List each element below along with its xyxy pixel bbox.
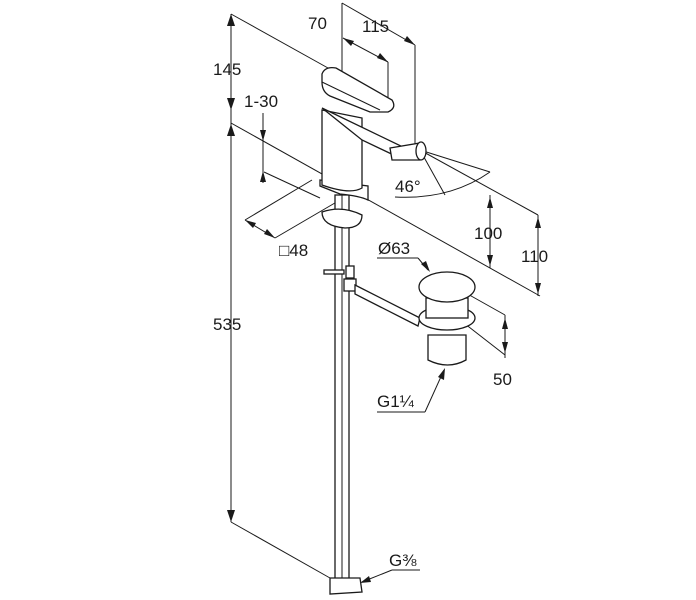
dim-70: 70 [308,14,327,33]
mixer-body [319,66,427,595]
dim-110: 110 [521,247,548,266]
dim-115: 115 [362,17,389,36]
thread-supply-label: G⅜ [389,551,417,570]
thread-waste-label: G1¼ [377,392,415,411]
dim-1-30: 1-30 [244,92,278,111]
dim-535: 535 [213,315,241,334]
dim-50: 50 [493,370,512,389]
pop-up-waste [418,271,476,366]
dimension-labels: 70 115 145 1-30 46° □48 100 110 Ø63 535 … [213,14,548,570]
dim-48-square: □48 [279,241,308,260]
dim-diameter-63: Ø63 [378,239,410,258]
dim-100: 100 [474,224,502,243]
dimension-lines [227,2,541,583]
dim-46-deg: 46° [395,177,421,196]
dim-145: 145 [213,60,241,79]
